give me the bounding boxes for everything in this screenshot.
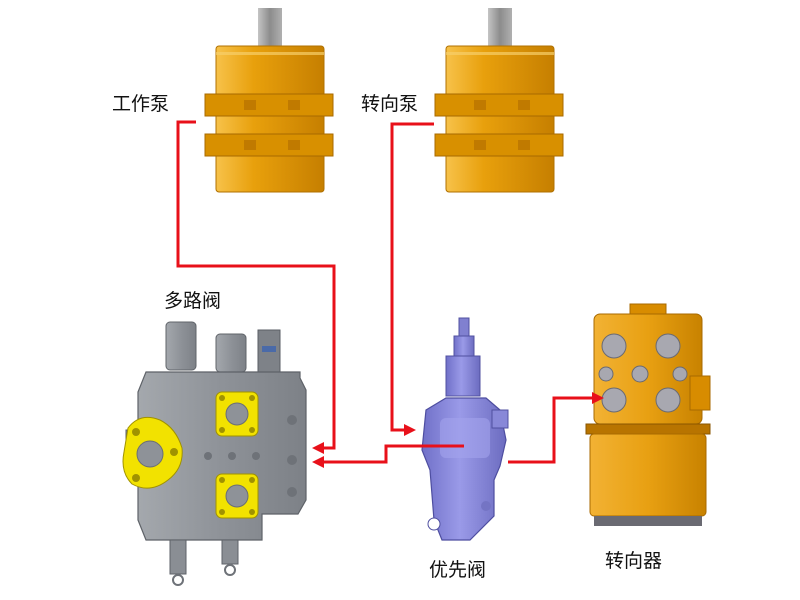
label-multiway-valve: 多路阀 bbox=[164, 290, 221, 312]
work-pump bbox=[204, 8, 334, 193]
steering-pump bbox=[434, 8, 564, 193]
flow-lines bbox=[176, 120, 604, 468]
port-flange-upper bbox=[215, 391, 259, 437]
arrow-into-priority bbox=[404, 424, 416, 436]
label-steering-gear: 转向器 bbox=[605, 550, 662, 572]
label-priority-valve: 优先阀 bbox=[429, 559, 486, 581]
label-work-pump: 工作泵 bbox=[112, 93, 169, 115]
line-priority-to-multiway bbox=[322, 444, 464, 464]
inlet-flange bbox=[122, 416, 183, 489]
line-priority-to-steering-gear bbox=[508, 396, 596, 464]
priority-valve bbox=[421, 317, 509, 541]
arrow-return-multiway bbox=[312, 456, 324, 468]
line-work-pump-to-multiway bbox=[176, 120, 336, 450]
steering-gear bbox=[585, 303, 711, 526]
arrow-into-steering-gear bbox=[592, 392, 604, 404]
multiway-valve bbox=[122, 321, 307, 586]
label-steering-pump: 转向泵 bbox=[361, 93, 418, 115]
arrow-into-multiway bbox=[312, 442, 324, 454]
line-steering-pump-to-priority bbox=[390, 122, 434, 432]
port-flange-lower bbox=[215, 473, 259, 519]
